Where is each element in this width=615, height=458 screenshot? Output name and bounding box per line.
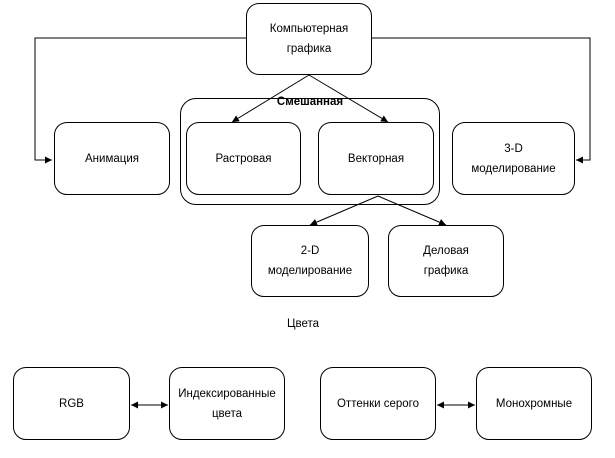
node-raster: Растровая (186, 122, 301, 195)
node-2d-modeling: 2-D моделирование (251, 225, 369, 297)
node-vector: Векторная (318, 122, 434, 195)
mixed-group-label: Смешанная (276, 96, 344, 108)
node-animation-label: Анимация (85, 152, 139, 165)
node-business-graphics-label: Деловая графика (423, 245, 469, 277)
node-grayscale-label: Оттенки серого (336, 397, 420, 410)
edge-vector-business (377, 195, 447, 226)
edge-root-3d (372, 37, 591, 164)
node-computer-graphics-label: Компьютерная графика (269, 23, 349, 55)
edge-vector-2d (309, 195, 379, 226)
node-rgb: RGB (13, 367, 130, 440)
node-2d-modeling-label: 2-D моделирование (267, 245, 353, 277)
mixed-group: Смешанная (180, 96, 440, 205)
edge-root-animation (34, 37, 246, 164)
node-grayscale: Оттенки серого (320, 367, 436, 440)
node-vector-label: Векторная (347, 152, 405, 165)
node-monochrome-label: Монохромные (495, 397, 573, 410)
node-rgb-label: RGB (59, 397, 84, 410)
node-indexed-colors-label: Индексированные цвета (178, 387, 276, 420)
node-computer-graphics: Компьютерная графика (246, 3, 372, 75)
node-3d-modeling: 3-D моделирование (452, 122, 575, 195)
node-business-graphics: Деловая графика (388, 225, 504, 297)
node-3d-modeling-label: 3-D моделирование (471, 142, 556, 175)
node-monochrome: Монохромные (476, 367, 592, 440)
node-animation: Анимация (54, 122, 170, 195)
node-indexed-colors: Индексированные цвета (169, 367, 285, 440)
colors-caption: Цвета (287, 318, 320, 330)
node-raster-label: Растровая (215, 152, 272, 165)
